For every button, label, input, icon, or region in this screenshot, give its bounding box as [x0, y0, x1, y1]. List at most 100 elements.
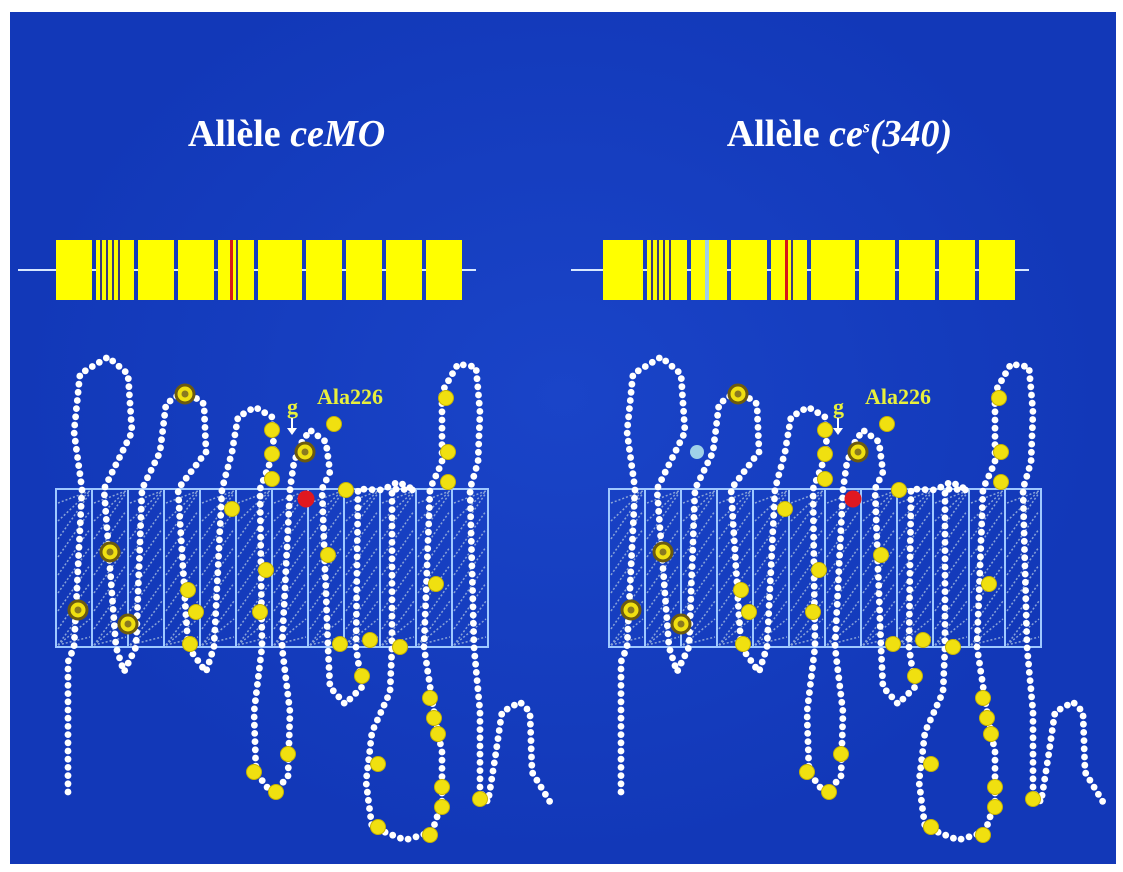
helix-hatch: [790, 528, 824, 576]
residue: [872, 484, 880, 491]
helix-hatch: [237, 490, 271, 522]
residue: [112, 638, 119, 646]
title-prefix: Allèle: [187, 113, 281, 155]
residue: [438, 416, 446, 424]
helix-hatch: [1006, 564, 1040, 612]
residue: [76, 535, 83, 543]
residue: [257, 484, 264, 492]
residue: [626, 445, 633, 453]
variant-residue: [805, 604, 821, 620]
variant-residue: [833, 746, 849, 762]
residue: [769, 536, 776, 544]
residue: [735, 474, 743, 482]
residue: [64, 780, 72, 788]
residue: [839, 723, 846, 731]
residue: [183, 627, 191, 635]
residue: [476, 709, 484, 717]
residue: [808, 672, 815, 680]
helix-hatch: [129, 636, 163, 646]
residue: [1026, 677, 1034, 684]
residue: [388, 489, 396, 497]
helix-hatch: [754, 618, 788, 646]
helix-hatch: [610, 636, 644, 646]
residue: [270, 437, 277, 445]
residue: [468, 562, 476, 570]
residue: [920, 740, 927, 747]
residue: [161, 411, 169, 419]
helix-hatch: [898, 546, 932, 594]
residue: [672, 446, 680, 454]
residue: [991, 424, 999, 432]
residue: [742, 650, 750, 658]
helix-hatch: [934, 564, 968, 612]
helix-hatch: [57, 636, 91, 646]
residue: [1080, 745, 1088, 753]
helix-hatch: [1006, 636, 1040, 646]
residue: [425, 520, 433, 528]
helix-hatch: [381, 490, 415, 522]
residue: [872, 508, 880, 516]
exon-stripe: [791, 240, 793, 300]
residue: [282, 560, 290, 567]
residue: [137, 514, 145, 521]
variant-residue-core: [74, 606, 82, 614]
residue: [730, 481, 738, 489]
helix-hatch: [610, 490, 644, 522]
residue: [907, 520, 914, 528]
helix-hatch: [682, 618, 716, 646]
exon-block: [811, 240, 855, 300]
residue: [176, 521, 184, 528]
residue: [661, 589, 669, 597]
residue: [899, 695, 907, 703]
residue: [75, 552, 82, 559]
residue: [438, 773, 446, 780]
residue: [365, 796, 372, 804]
residue: [1028, 693, 1035, 701]
residue: [387, 661, 395, 669]
residue: [211, 634, 218, 642]
residue: [915, 780, 923, 788]
residue: [821, 413, 829, 421]
helix-hatch: [682, 490, 716, 522]
residue: [631, 494, 638, 502]
residue: [811, 640, 819, 648]
residue: [837, 690, 845, 698]
residue: [654, 483, 662, 491]
residue: [138, 489, 146, 497]
residue: [425, 512, 433, 520]
residue: [472, 465, 480, 472]
residue: [1023, 472, 1031, 480]
residue: [940, 670, 948, 677]
residue: [906, 578, 914, 585]
residue: [64, 788, 72, 796]
residue: [1012, 361, 1020, 369]
helix-hatch: [646, 490, 680, 504]
residue: [240, 410, 247, 418]
mutation-mark-red: [785, 240, 788, 300]
residue: [353, 553, 361, 561]
residue: [691, 497, 698, 505]
residue: [476, 750, 484, 758]
residue: [805, 697, 812, 705]
residue: [353, 651, 361, 659]
exon-block: [899, 240, 935, 300]
residue: [183, 619, 190, 627]
residue: [527, 729, 535, 736]
residue: [1021, 562, 1029, 570]
residue: [873, 533, 881, 540]
residue: [990, 740, 997, 748]
residue: [251, 705, 258, 713]
residue: [256, 500, 264, 508]
residue: [1090, 783, 1098, 791]
residue: [832, 650, 840, 657]
helix-hatch: [381, 490, 415, 504]
residue: [476, 726, 484, 733]
residue: [475, 693, 482, 701]
residue: [810, 550, 818, 557]
residue: [728, 504, 736, 512]
residue: [353, 569, 361, 577]
residue: [764, 618, 772, 626]
residue: [1029, 709, 1037, 717]
residue: [192, 461, 200, 469]
residue: [907, 487, 915, 495]
